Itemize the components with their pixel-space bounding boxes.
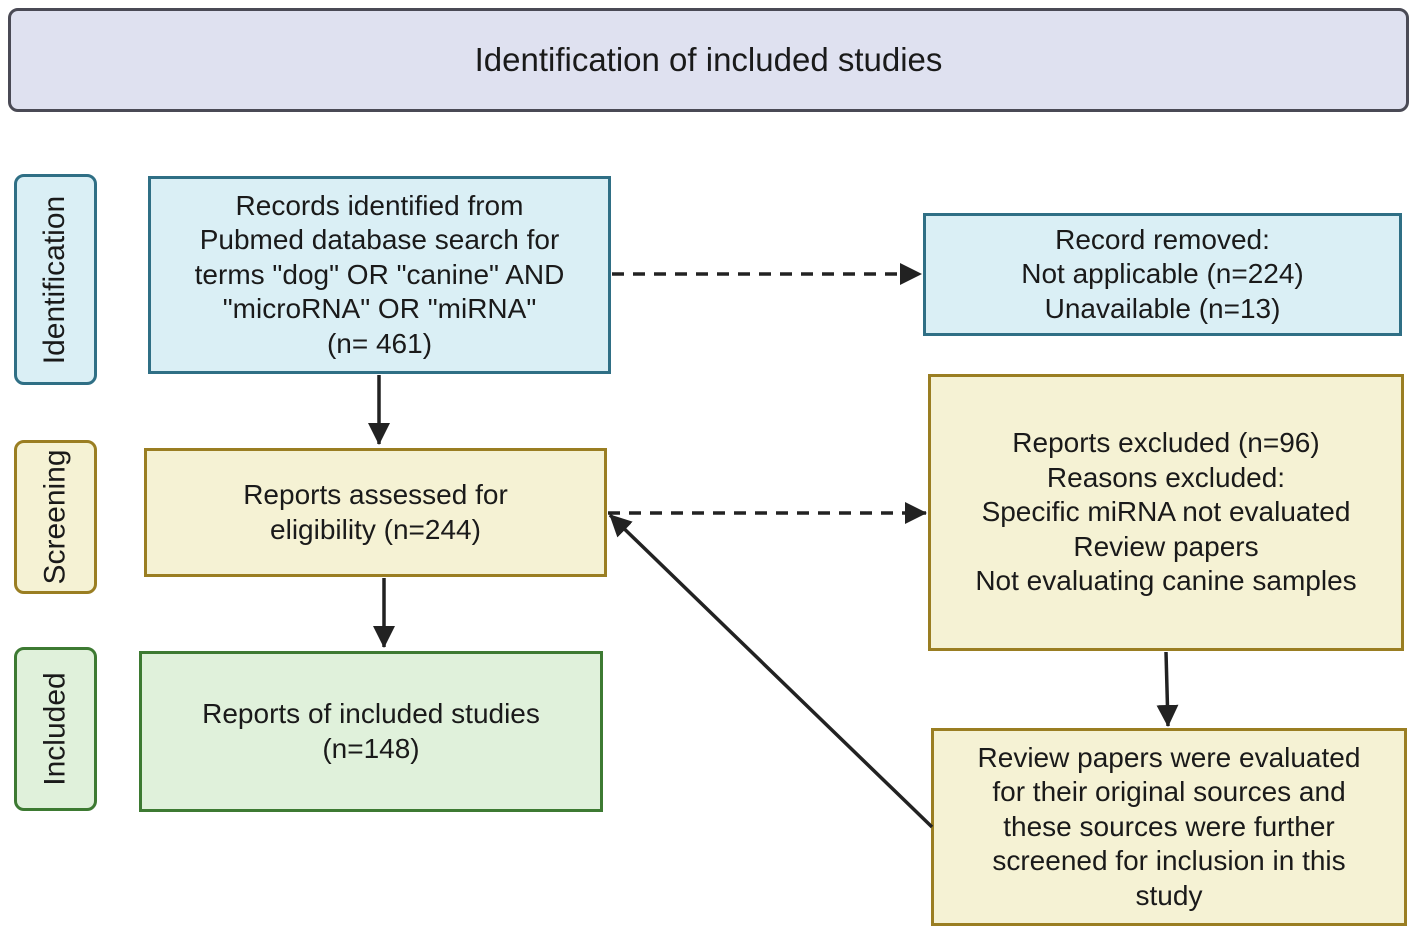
box-line: eligibility (n=244) [270,513,481,545]
arrow-excluded-to-review [1156,651,1179,727]
box-line: Not evaluating canine samples [975,565,1357,597]
box-line: screened for inclusion in this [992,845,1346,877]
box-line: these sources were further [1003,810,1335,842]
stage-identification: Identification [14,174,97,385]
box-line: Review papers were evaluated [977,741,1361,773]
box-line: Pubmed database search for [199,224,560,256]
box-line: Record removed: [1055,223,1270,255]
diagram-title: Identification of included studies [8,8,1409,112]
stage-screening-label: Screening [38,449,72,585]
box-line: (n= 461) [326,327,433,359]
review-papers-box: Review papers were evaluated for their o… [931,728,1407,926]
box-line: Reports assessed for [243,479,508,510]
box-line: Review papers [1073,530,1259,562]
diagram-title-text: Identification of included studies [474,41,943,78]
box-line: Reasons excluded: [1046,461,1286,493]
arrow-review-to-assessed [608,513,934,829]
box-line: (n=148) [322,732,420,764]
box-line: Not applicable (n=224) [1021,258,1304,290]
reports-assessed-box: Reports assessed for eligibility (n=244) [144,448,607,577]
record-removed-box: Record removed: Not applicable (n=224) U… [923,213,1402,336]
box-line: Specific miRNA not evaluated [981,496,1351,528]
stage-identification-label: Identification [38,195,72,364]
reports-excluded-box: Reports excluded (n=96) Reasons excluded… [928,374,1404,651]
box-line: Records identified from [235,189,524,221]
box-line: Reports excluded (n=96) [1012,427,1320,459]
stage-included-label: Included [38,672,72,786]
box-line: Reports of included studies [202,698,540,729]
box-line: for their original sources and [992,776,1346,808]
stage-included: Included [14,647,97,811]
box-line: Unavailable (n=13) [1044,292,1281,324]
reports-included-box: Reports of included studies (n=148) [139,651,603,812]
stage-screening: Screening [14,440,97,594]
box-line: terms "dog" OR "canine" AND [194,258,565,290]
records-identified-box: Records identified from Pubmed database … [148,176,611,374]
box-line: "microRNA" OR "miRNA" [222,293,537,325]
box-line: study [1135,879,1203,911]
